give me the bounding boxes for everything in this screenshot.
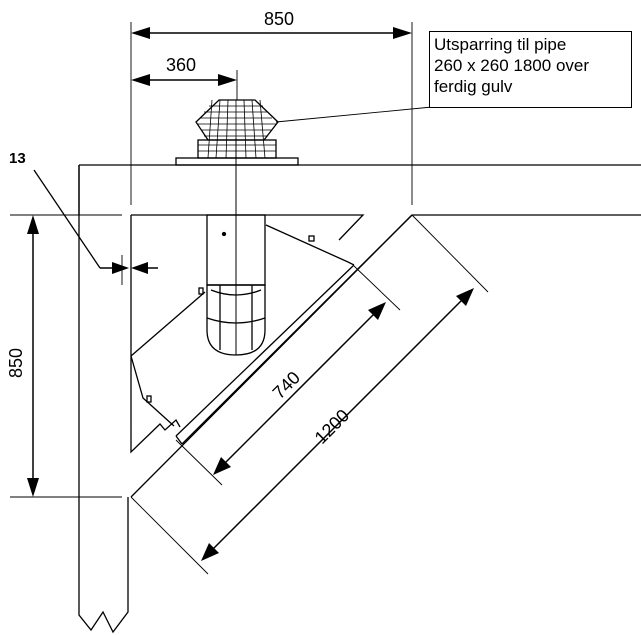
note-line-1: Utsparring til pipe: [434, 35, 567, 54]
dim-left-label: 850: [6, 348, 26, 378]
note-leader: [275, 106, 433, 123]
dim-13: [33, 169, 158, 285]
dim-top-850: [130, 22, 413, 205]
dim-360-label: 360: [166, 55, 196, 75]
dim-1200: [130, 214, 489, 575]
fireplace-body: [130, 214, 413, 498]
dim-1200-label: 1200: [311, 405, 353, 447]
dim-360: [131, 70, 238, 100]
walls: [78, 164, 641, 634]
note-line-3: ferdig gulv: [434, 77, 513, 96]
dim-740-label: 740: [269, 367, 304, 402]
chimney-opening-note: Utsparring til pipe 260 x 260 1800 over …: [429, 31, 632, 108]
dim-top-label: 850: [264, 9, 294, 29]
dim-740: [175, 265, 401, 486]
chimney-cap: [175, 99, 299, 166]
dim-gap-label: 13: [9, 150, 26, 167]
flue-pipe: [206, 138, 266, 356]
note-line-2: 260 x 260 1800 over: [434, 56, 590, 75]
dim-left-850: [10, 214, 122, 498]
